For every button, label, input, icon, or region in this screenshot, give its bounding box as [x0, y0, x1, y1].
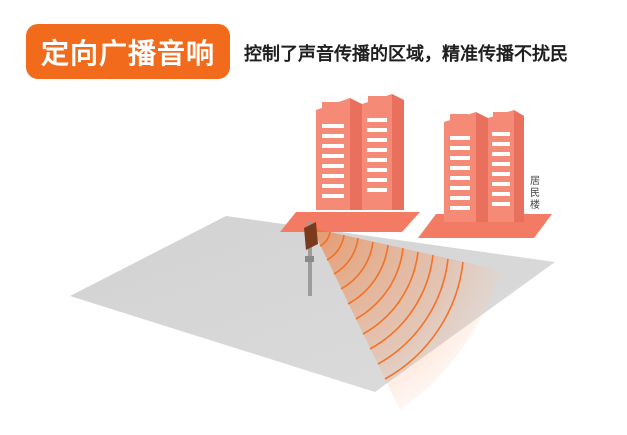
building-label: 居民楼 — [530, 176, 540, 211]
building-1 — [316, 94, 404, 210]
subtitle-text: 控制了声音传播的区域，精准传播不扰民 — [244, 44, 568, 65]
speaker-pole — [304, 222, 318, 296]
building-1-base — [280, 212, 420, 232]
building-2 — [444, 110, 524, 222]
title-badge: 定向广播音响 — [26, 24, 230, 79]
sound-wave-arcs — [319, 231, 464, 380]
